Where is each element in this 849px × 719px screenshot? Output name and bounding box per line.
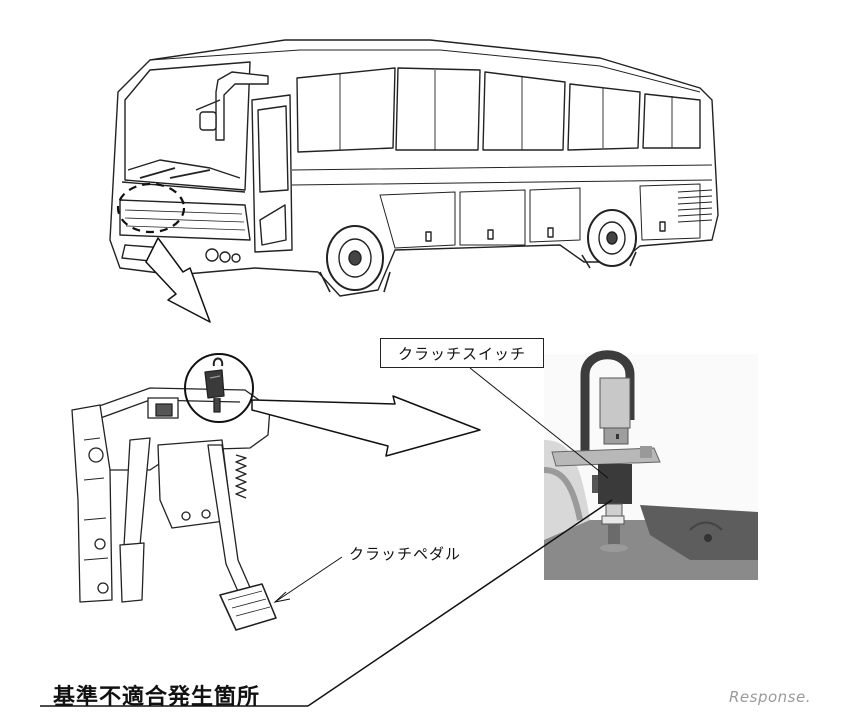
switch-label-leader bbox=[469, 367, 609, 479]
switch-highlight-circle bbox=[184, 353, 254, 423]
bus-illustration bbox=[109, 39, 719, 297]
pedal-label-arrow bbox=[273, 556, 343, 603]
clutch-switch-label: クラッチスイッチ bbox=[380, 338, 544, 368]
pedal-assembly-illustration bbox=[71, 357, 277, 631]
callout-arrow-down bbox=[145, 237, 211, 323]
clutch-switch-photo bbox=[543, 350, 758, 580]
highlight-dashed-ellipse bbox=[116, 182, 186, 234]
fault-location-label: 基準不適合発生箇所 bbox=[53, 685, 261, 710]
callout-arrow-right bbox=[251, 395, 481, 457]
clutch-pedal-label: クラッチペダル bbox=[349, 545, 462, 563]
response-watermark: Response. bbox=[729, 688, 811, 706]
fault-location-leader bbox=[40, 499, 613, 707]
